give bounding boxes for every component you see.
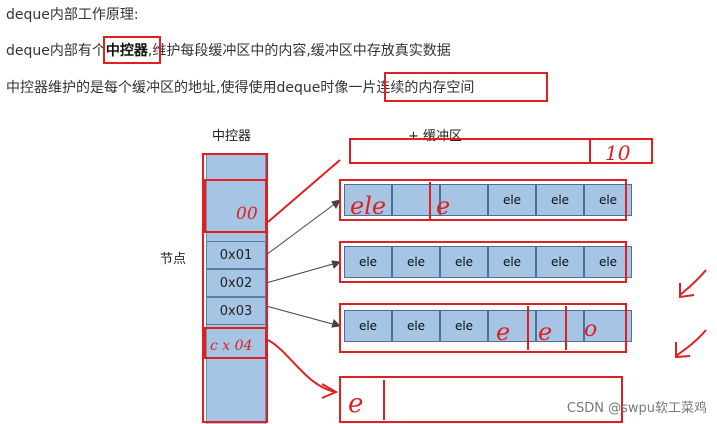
hand-note-row3-o: o bbox=[584, 317, 597, 342]
red-connectors bbox=[267, 159, 707, 399]
new-front-buffer-box bbox=[349, 138, 653, 164]
controller-top-region bbox=[204, 179, 267, 233]
red-arrowhead-icon bbox=[321, 383, 339, 399]
pointer-line-0x01 bbox=[265, 199, 341, 256]
highlight-box-controller bbox=[103, 36, 161, 64]
buffer-row-1: ele ele ele bbox=[344, 184, 632, 216]
buffer-label: + 缓冲区 bbox=[408, 129, 463, 144]
buffer-cell: ele bbox=[344, 246, 392, 278]
connector-to-back-buffer bbox=[267, 339, 336, 393]
row3-outline-box bbox=[339, 303, 627, 353]
buffer-cell: ele bbox=[536, 184, 584, 216]
watermark: CSDN @swpu软工菜鸡 bbox=[566, 401, 707, 416]
heading-deque-principle: deque内部工作原理: bbox=[6, 7, 139, 23]
controller-cell-0x01: 0x01 bbox=[206, 241, 266, 269]
highlight-box-memory bbox=[384, 72, 548, 102]
controller-label: 中控器 bbox=[212, 129, 252, 144]
handwritten-notes: 10 00 c x 04 ele e e e o e bbox=[210, 141, 631, 419]
pointer-line-0x03 bbox=[265, 305, 341, 327]
row2-outline-box bbox=[339, 241, 627, 283]
node-label: 节点 bbox=[160, 252, 187, 267]
connector-to-front-buffer bbox=[267, 159, 341, 223]
controller-bottom-region bbox=[204, 327, 267, 359]
arrowhead-icon bbox=[331, 199, 341, 209]
buffer-cell: ele bbox=[488, 184, 536, 216]
arrowhead-icon bbox=[331, 260, 342, 269]
buffer-cell bbox=[584, 310, 632, 342]
controller-cell-0x03: 0x03 bbox=[206, 297, 266, 325]
buffer-cell: ele bbox=[536, 246, 584, 278]
buffer-cell: ele bbox=[440, 310, 488, 342]
hand-note-controller-top: 00 bbox=[236, 204, 258, 224]
buffer-cell: ele bbox=[584, 246, 632, 278]
buffer-cell: ele bbox=[392, 310, 440, 342]
controller-highlight: 中控器 bbox=[105, 43, 148, 59]
hand-note-row1: ele bbox=[350, 192, 386, 220]
controller-outline-box bbox=[202, 153, 268, 423]
hand-note-controller-bottom: c x 04 bbox=[210, 338, 252, 354]
buffer-cell: ele bbox=[344, 310, 392, 342]
red-arrow-right-bottom-icon bbox=[675, 329, 707, 359]
red-boxes bbox=[202, 138, 653, 423]
continuous-memory-highlight: 像一片连续的内存空间 bbox=[334, 80, 475, 96]
red-arrow-right-top-icon bbox=[679, 269, 707, 299]
controller-cell-0x02: 0x02 bbox=[206, 269, 266, 297]
desc-line3-pre: 中控器维护的是每个缓冲区的地址,使得使用deque时 bbox=[6, 80, 335, 96]
buffer-cell bbox=[440, 184, 488, 216]
desc-line-address: 中控器维护的是每个缓冲区的地址,使得使用deque时像一片连续的内存空间 bbox=[6, 77, 474, 97]
row1-outline-box bbox=[339, 179, 627, 221]
buffer-cell: ele bbox=[584, 184, 632, 216]
hand-note-row1-e: e bbox=[436, 192, 450, 220]
pointer-line-0x02 bbox=[265, 261, 341, 284]
buffer-cell bbox=[392, 184, 440, 216]
arrowhead-icon bbox=[331, 319, 342, 328]
buffer-label-text: 缓冲区 bbox=[423, 129, 463, 144]
buffer-cell: ele bbox=[440, 246, 488, 278]
pointer-lines bbox=[265, 199, 342, 328]
buffer-cell: ele bbox=[392, 246, 440, 278]
hand-note-row3-e2: e bbox=[538, 318, 552, 346]
buffer-cell bbox=[344, 184, 392, 216]
new-back-buffer-box bbox=[339, 376, 623, 423]
hand-note-row3-e1: e bbox=[496, 318, 510, 346]
desc-line-controller: deque内部有个中控器,维护每段缓冲区中的内容,缓冲区中存放真实数据 bbox=[6, 40, 451, 60]
buffer-cell: ele bbox=[488, 246, 536, 278]
hand-note-new-buffer: e bbox=[348, 389, 363, 419]
desc-line2-post: ,维护每段缓冲区中的内容,缓冲区中存放真实数据 bbox=[147, 43, 451, 59]
buffer-row-3: ele ele ele bbox=[344, 310, 632, 342]
hand-note-top-buffer: 10 bbox=[605, 141, 631, 165]
desc-line2-pre: deque内部有个 bbox=[6, 43, 106, 59]
buffer-cell bbox=[536, 310, 584, 342]
buffer-row-2: ele ele ele ele ele ele bbox=[344, 246, 632, 278]
